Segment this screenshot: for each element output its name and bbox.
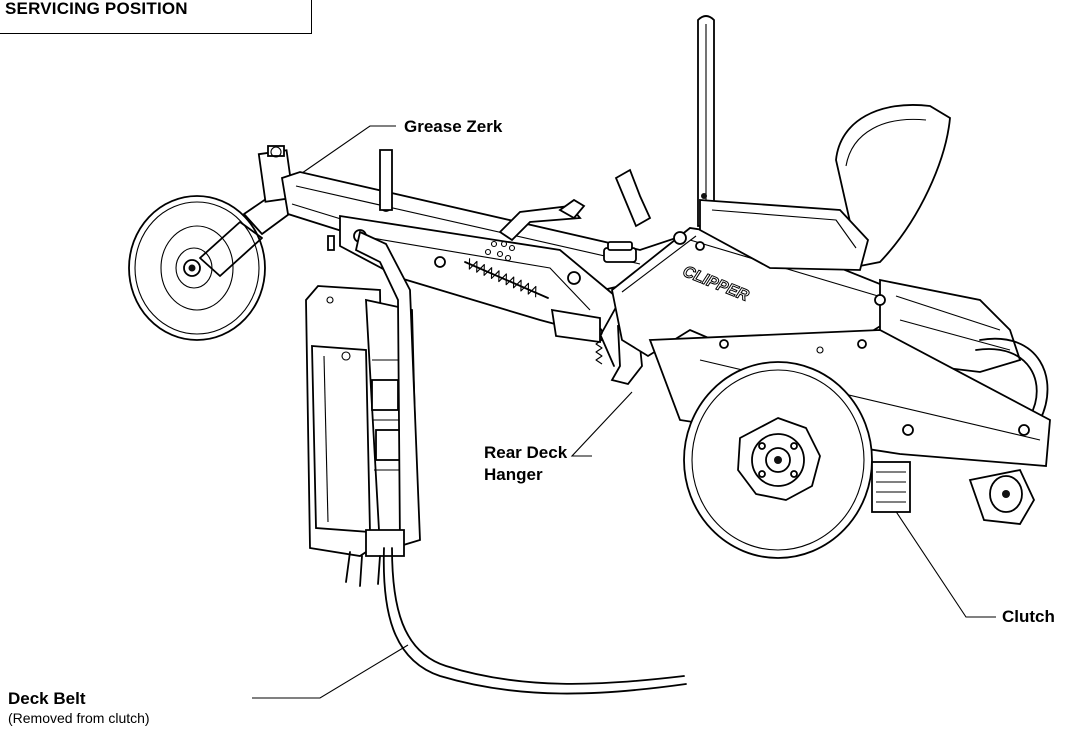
rear-drive-wheel [683, 361, 873, 559]
deck-belt [382, 547, 687, 695]
grease-zerk-leader [291, 125, 396, 181]
grease-zerk-label: Grease Zerk [404, 117, 503, 136]
rear-deck-hanger-label-line1: Rear Deck [484, 443, 568, 462]
lift-spring [464, 258, 549, 299]
mower-deck [305, 149, 421, 587]
page-title: SERVICING POSITION [5, 0, 188, 18]
tractor-body: CLIPPER [603, 15, 1051, 559]
deck-belt-label: Deck Belt [8, 689, 86, 708]
rear-deck-hanger-leader [570, 391, 633, 457]
deck-belt-leader [252, 644, 409, 699]
title-box: SERVICING POSITION [0, 0, 312, 34]
leader-lines [252, 125, 996, 699]
deck-belt-note: (Removed from clutch) [8, 710, 150, 726]
rear-deck-hanger-label-line2: Hanger [484, 465, 543, 484]
clutch-leader [892, 506, 996, 618]
clutch-label: Clutch [1002, 607, 1055, 626]
front-caster-wheel [128, 145, 301, 341]
clutch-part [871, 461, 911, 513]
